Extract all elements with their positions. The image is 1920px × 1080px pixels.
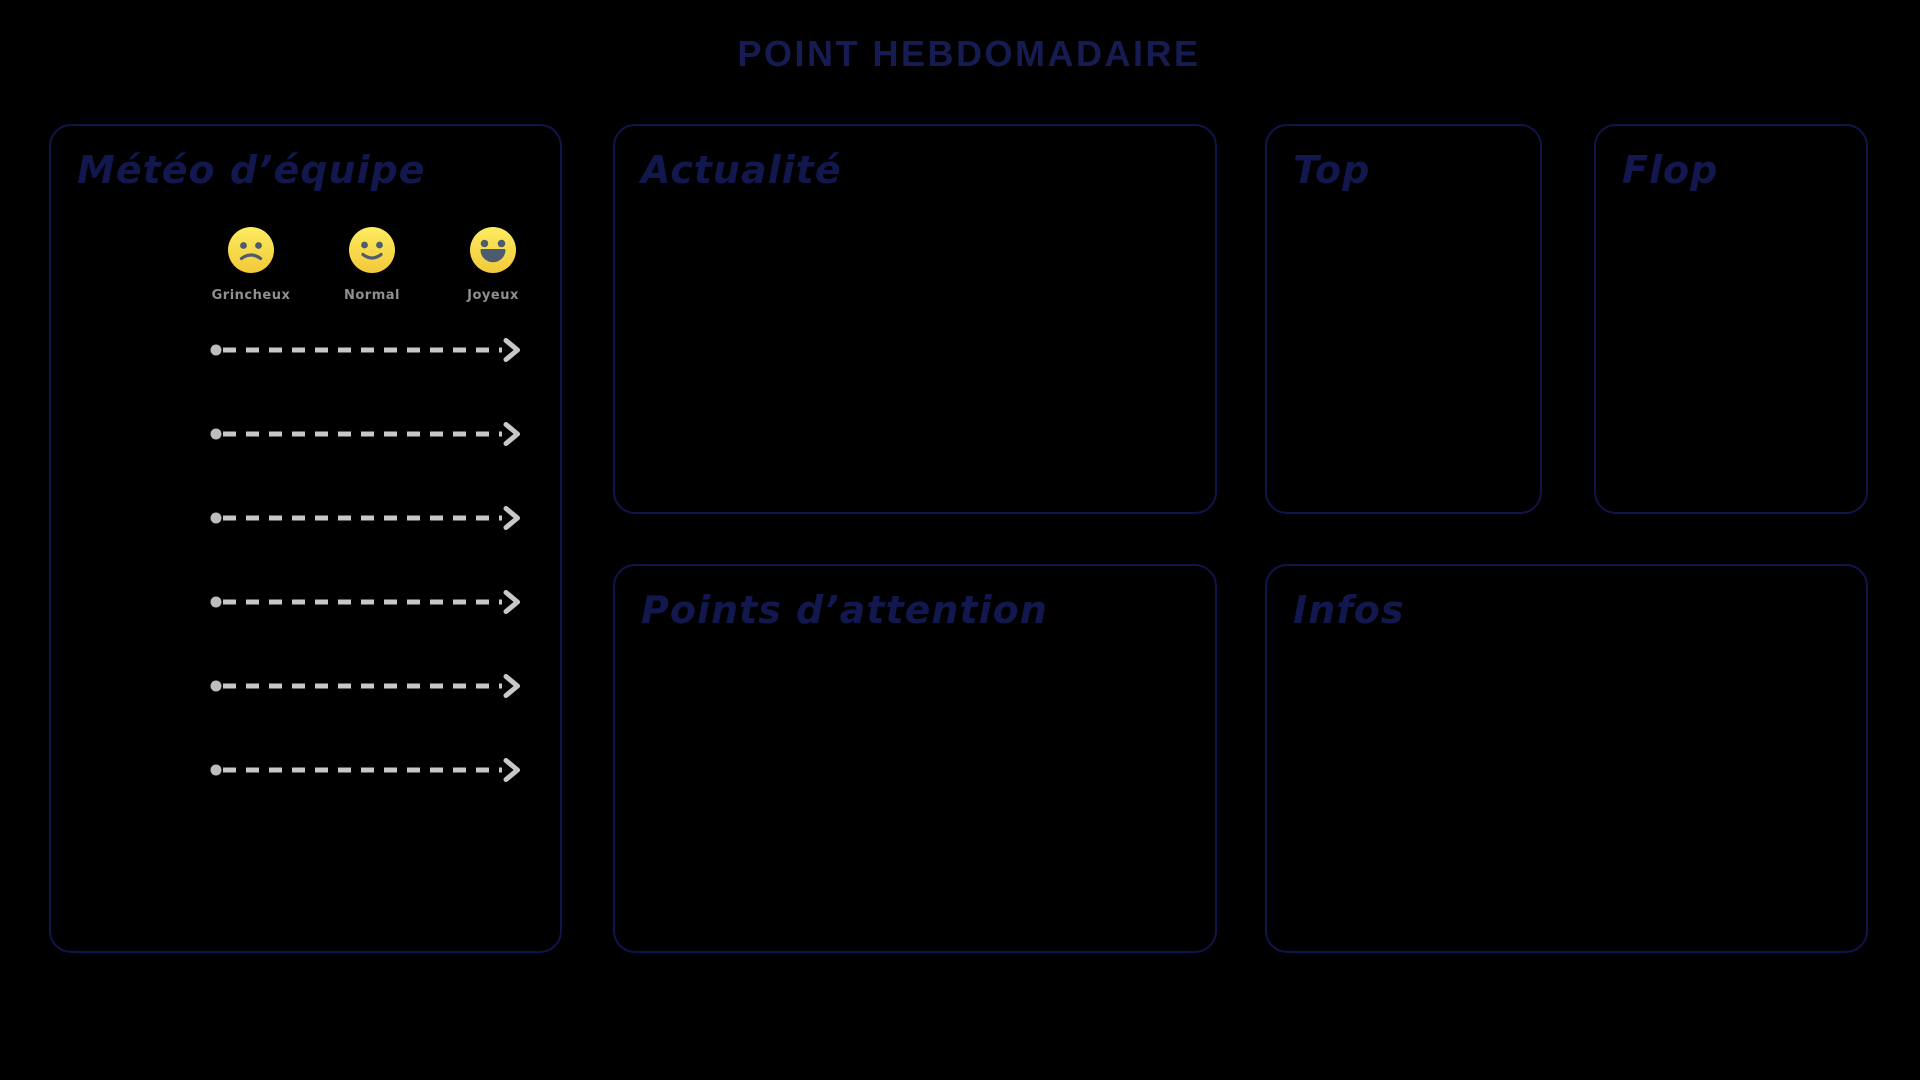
mood-label: Normal	[344, 288, 400, 303]
panel-meteo-title: Météo d’équipe	[77, 148, 426, 192]
dashed-arrow[interactable]	[209, 338, 530, 362]
mood-normal: Normal	[330, 226, 414, 303]
mood-scale: Grincheux Normal Joyeux	[209, 226, 535, 303]
mood-joyeux: Joyeux	[451, 226, 535, 303]
panel-actualite-title: Actualité	[641, 148, 842, 192]
dashed-arrow[interactable]	[209, 506, 530, 530]
panel-points-attention[interactable]: Points d’attention	[613, 564, 1217, 953]
mood-arrow-rows	[209, 338, 530, 782]
panel-top-title: Top	[1293, 148, 1371, 192]
grin-emoji-icon	[470, 227, 516, 273]
panel-actualite[interactable]: Actualité	[613, 124, 1217, 514]
dashed-arrow[interactable]	[209, 758, 530, 782]
panel-top[interactable]: Top	[1265, 124, 1542, 514]
panel-points-attention-title: Points d’attention	[641, 588, 1048, 632]
panel-flop-title: Flop	[1622, 148, 1719, 192]
panel-flop[interactable]: Flop	[1594, 124, 1868, 514]
board-title: POINT HEBDOMADAIRE	[737, 33, 1201, 74]
dashed-arrow[interactable]	[209, 674, 530, 698]
panel-infos-title: Infos	[1293, 588, 1405, 632]
smile-emoji-icon	[349, 227, 395, 273]
mood-label: Grincheux	[211, 288, 291, 303]
panel-meteo-equipe[interactable]: Météo d’équipe Grincheux Normal	[49, 124, 562, 953]
mood-grincheux: Grincheux	[209, 226, 293, 303]
panel-infos[interactable]: Infos	[1265, 564, 1868, 953]
dashed-arrow[interactable]	[209, 590, 530, 614]
dashed-arrow[interactable]	[209, 422, 530, 446]
sad-emoji-icon	[228, 227, 274, 273]
mood-label: Joyeux	[467, 288, 519, 303]
